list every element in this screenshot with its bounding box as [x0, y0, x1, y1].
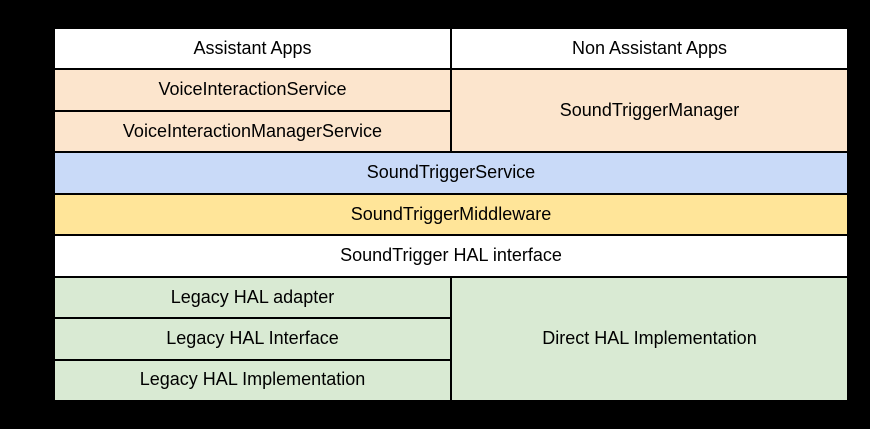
soundtrigger-stack-diagram: Assistant Apps Non Assistant Apps VoiceI… — [53, 26, 849, 403]
row-voice-interaction-service: VoiceInteractionService SoundTriggerMana… — [53, 68, 849, 154]
cell-legacy-hal-implementation: Legacy HAL Implementation — [53, 358, 452, 402]
row-sound-trigger-service: SoundTriggerService — [53, 151, 849, 195]
row-legacy-hal-interface: Legacy HAL Interface — [53, 317, 848, 361]
cell-legacy-hal-adapter: Legacy HAL adapter — [53, 275, 452, 320]
cell-voice-interaction-manager-service: VoiceInteractionManagerService — [53, 109, 452, 154]
row-sound-trigger-middleware: SoundTriggerMiddleware — [53, 192, 849, 237]
cell-sound-trigger-manager: SoundTriggerManager — [450, 68, 849, 154]
cell-direct-hal-implementation: Direct HAL Implementation — [450, 275, 849, 403]
cell-assistant-apps: Assistant Apps — [53, 26, 452, 71]
row-sound-trigger-hal-interface: SoundTrigger HAL interface — [53, 234, 849, 278]
cell-sound-trigger-hal-interface: SoundTrigger HAL interface — [53, 234, 849, 278]
cell-legacy-hal-interface: Legacy HAL Interface — [53, 317, 452, 361]
cell-voice-interaction-service: VoiceInteractionService — [53, 68, 452, 112]
row-voice-interaction-manager-service: VoiceInteractionManagerService — [53, 109, 848, 154]
cell-sound-trigger-service: SoundTriggerService — [53, 151, 849, 195]
row-apps: Assistant Apps Non Assistant Apps — [53, 26, 849, 71]
row-legacy-hal-adapter: Legacy HAL adapter Direct HAL Implementa… — [53, 275, 849, 403]
cell-sound-trigger-middleware: SoundTriggerMiddleware — [53, 192, 849, 237]
cell-non-assistant-apps: Non Assistant Apps — [450, 26, 849, 71]
row-legacy-hal-implementation: Legacy HAL Implementation — [53, 358, 848, 402]
